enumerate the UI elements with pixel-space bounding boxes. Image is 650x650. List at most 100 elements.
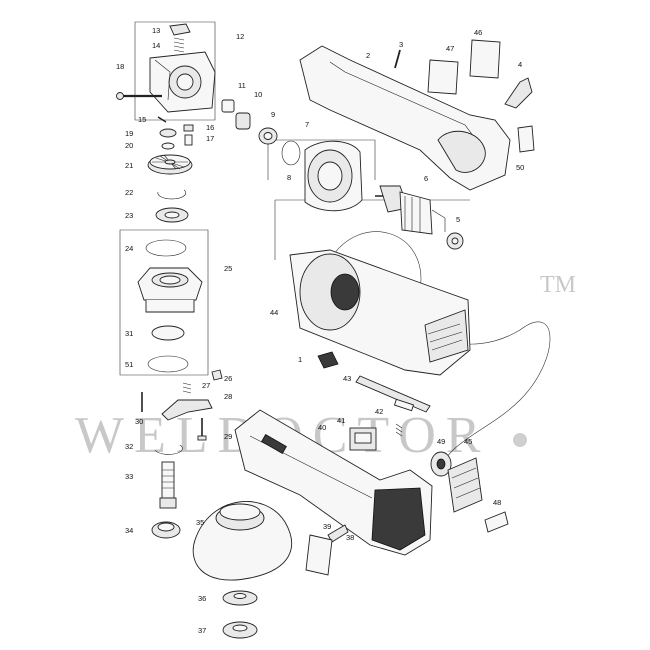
part-label-14: 14 (152, 41, 160, 50)
part-label-15: 15 (138, 115, 146, 124)
switch-1 (317, 351, 339, 369)
part-label-8: 8 (287, 173, 291, 182)
part-label-45: 45 (464, 437, 472, 446)
part-10 (235, 112, 251, 130)
part-label-40: 40 (318, 423, 326, 432)
part-label-24: 24 (125, 244, 133, 253)
ball-bearing-5 (446, 232, 464, 250)
part-label-43: 43 (343, 374, 351, 383)
ball-bearing-9 (258, 127, 278, 145)
part-label-1: 1 (298, 355, 302, 364)
part-label-9: 9 (271, 110, 275, 119)
stator (304, 140, 363, 212)
motor-assembly (289, 249, 471, 376)
labyrinth-ring (151, 521, 181, 539)
screw-3 (394, 49, 401, 69)
part-label-11: 11 (238, 81, 246, 90)
motor-housing (299, 45, 511, 191)
part-label-36: 36 (198, 594, 206, 603)
retaining-ring-20 (161, 142, 175, 150)
watermark-tm: TM (540, 272, 576, 298)
ring-31 (151, 325, 185, 341)
part-label-51: 51 (125, 360, 133, 369)
part-label-5: 5 (456, 215, 460, 224)
part-label-20: 20 (125, 141, 133, 150)
part-label-22: 22 (125, 188, 133, 197)
inner-flange (222, 590, 258, 606)
part-label-37: 37 (198, 626, 206, 635)
flat-washer-16 (183, 124, 194, 132)
part-label-28: 28 (224, 392, 232, 401)
part-label-7: 7 (305, 120, 309, 129)
part-label-38: 38 (346, 533, 354, 542)
part-label-49: 49 (437, 437, 445, 446)
ball-bearing-23 (155, 207, 189, 223)
part-label-39: 39 (323, 522, 331, 531)
part-number-labels: 1 2 3 4 5 6 7 8 9 10 11 12 13 14 15 16 1… (116, 26, 524, 635)
part-label-18: 18 (116, 62, 124, 71)
part-label-6: 6 (424, 174, 428, 183)
part-26 (211, 369, 223, 381)
part-label-30: 30 (135, 417, 143, 426)
stator-group-line (267, 139, 376, 180)
part-label-47: 47 (446, 44, 454, 53)
compression-spring (173, 37, 185, 53)
part-label-19: 19 (125, 129, 133, 138)
part-label-41: 41 (337, 416, 345, 425)
pin-15 (157, 116, 167, 123)
part-label-16: 16 (206, 123, 214, 132)
gear-housing-group-box (134, 21, 216, 121)
part-label-50: 50 (516, 163, 524, 172)
label-50 (517, 125, 535, 153)
part-label-29: 29 (224, 432, 232, 441)
part-label-10: 10 (254, 90, 262, 99)
label-47 (427, 59, 459, 95)
controller-45 (447, 457, 483, 513)
retaining-ring-32 (154, 444, 183, 455)
o-ring-24 (145, 239, 187, 257)
switch-rod (355, 375, 431, 413)
retaining-ring-22 (157, 189, 187, 200)
part-11 (221, 99, 235, 113)
armature (375, 185, 446, 235)
part-label-12: 12 (236, 32, 244, 41)
housing-body (234, 409, 433, 556)
switch-unit (349, 427, 377, 451)
label-48 (484, 511, 509, 533)
o-ring-8 (281, 140, 301, 166)
part-label-4: 4 (518, 60, 522, 69)
fan-49 (430, 451, 452, 477)
gear-housing (149, 51, 216, 113)
watermark-dot (513, 433, 527, 447)
spiral-bevel-gear (147, 154, 193, 175)
ball-bearing-19 (159, 128, 177, 138)
label-46 (469, 39, 501, 79)
lock-nut (222, 621, 258, 639)
part-label-44: 44 (270, 308, 278, 317)
bearing-box (137, 267, 203, 313)
bearing-box-group-box (119, 229, 209, 376)
shaft-lock-button (169, 23, 191, 36)
part-label-42: 42 (375, 407, 383, 416)
part-label-33: 33 (125, 472, 133, 481)
part-label-27: 27 (202, 381, 210, 390)
part-label-2: 2 (366, 51, 370, 60)
compression-spring-27 (182, 382, 192, 394)
part-label-35: 35 (196, 518, 204, 527)
part-label-13: 13 (152, 26, 160, 35)
spring-42 (395, 423, 403, 437)
part-label-32: 32 (125, 442, 133, 451)
wheel-guard (192, 501, 293, 581)
part-label-26: 26 (224, 374, 232, 383)
part-label-25: 25 (224, 264, 232, 273)
part-label-46: 46 (474, 28, 482, 37)
part-label-48: 48 (493, 498, 501, 507)
part-label-23: 23 (125, 211, 133, 220)
cover-39 (305, 534, 333, 576)
watermark-swoosh (329, 231, 551, 471)
armature-group-line (274, 199, 470, 260)
pin-17 (184, 134, 193, 146)
part-label-31: 31 (125, 329, 133, 338)
part-label-3: 3 (399, 40, 403, 49)
